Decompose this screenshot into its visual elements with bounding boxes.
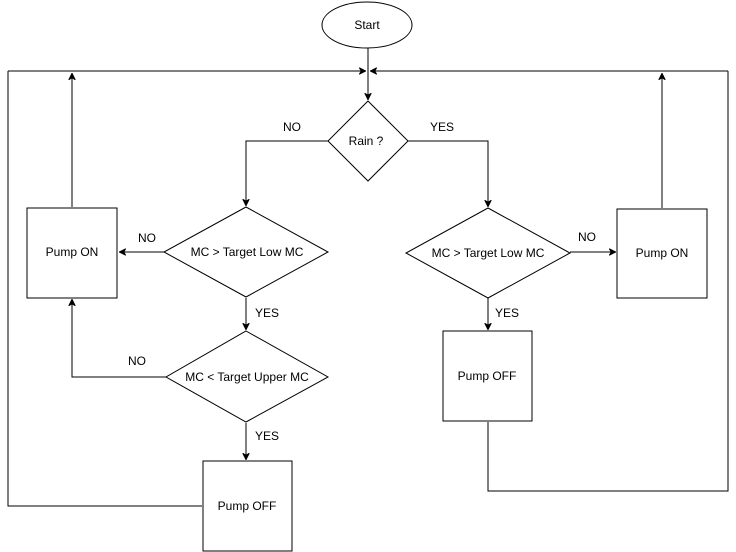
right-lower-decision: MC > Target Low MC	[404, 207, 572, 299]
start-node: Start	[321, 1, 413, 49]
left-upper-decision: MC < Target Upper MC	[164, 330, 330, 423]
edge-rain-no	[246, 140, 328, 206]
rain-decision: Rain ?	[327, 100, 409, 182]
edge-left-upper-no	[72, 299, 166, 378]
right-pump-on-label: Pump ON	[636, 246, 689, 260]
left-pump-off-box: Pump OFF	[202, 460, 293, 552]
right-pump-on-box: Pump ON	[616, 208, 708, 299]
edge-right-pumpoff-loop	[487, 71, 729, 492]
left-upper-no-label: NO	[128, 354, 146, 368]
edge-left-pumpoff-loop	[7, 71, 202, 507]
left-upper-yes-label: YES	[255, 429, 279, 443]
right-pump-off-label: Pump OFF	[458, 369, 517, 383]
left-pump-off-label: Pump OFF	[218, 499, 277, 513]
left-lower-yes-label: YES	[255, 306, 279, 320]
start-label: Start	[354, 18, 380, 32]
rain-yes-label: YES	[430, 120, 454, 134]
right-pump-off-box: Pump OFF	[442, 330, 533, 422]
right-lower-no-label: NO	[578, 230, 596, 244]
right-lower-yes-label: YES	[495, 306, 519, 320]
left-lower-decision-label: MC > Target Low MC	[191, 245, 304, 259]
edge-rain-yes	[408, 140, 488, 207]
left-pump-on-box: Pump ON	[26, 207, 118, 299]
left-lower-decision: MC > Target Low MC	[162, 206, 330, 298]
left-upper-decision-label: MC < Target Upper MC	[185, 370, 309, 384]
left-lower-no-label: NO	[138, 231, 156, 245]
right-lower-decision-label: MC > Target Low MC	[432, 246, 545, 260]
left-pump-on-label: Pump ON	[46, 245, 99, 259]
rain-no-label: NO	[283, 120, 301, 134]
rain-decision-label: Rain ?	[349, 134, 384, 148]
